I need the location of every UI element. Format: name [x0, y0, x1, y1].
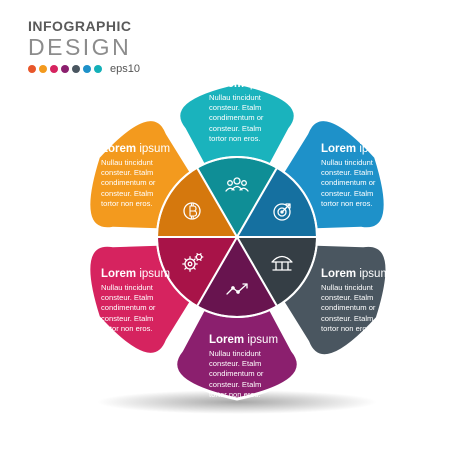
color-dot: [28, 65, 36, 73]
petal-bottom: [174, 245, 300, 401]
segment-heading-rest: ipsum: [244, 334, 279, 346]
color-dots: eps10: [28, 63, 140, 75]
segment-heading: Lorem: [321, 143, 357, 155]
color-dot: [39, 65, 47, 73]
gears-icon: [182, 253, 204, 272]
segment-body: Nullau tincidunt consteur. Etalm condime…: [321, 158, 376, 208]
color-dot: [61, 65, 69, 73]
eps-label: eps10: [110, 63, 140, 75]
segment-text-lower-left: Lorem ipsum Nullau tincidunt consteur. E…: [101, 268, 170, 334]
segment-text-lower-right: Lorem ipsum Nullau tincidunt consteur. E…: [321, 268, 390, 334]
segment-heading: Lorem: [101, 268, 137, 280]
segment-text-upper-right: Lorem ipsum Nullau tincidunt consteur. E…: [321, 143, 390, 209]
segment-heading-rest: ipsum: [356, 143, 391, 155]
segment-heading: Lorem: [101, 143, 137, 155]
title-infographic: INFOGRAPHIC: [28, 18, 132, 34]
header: INFOGRAPHIC DESIGN eps10: [28, 18, 140, 75]
segment-body: Nullau tincidunt consteur. Etalm condime…: [209, 93, 264, 143]
center-ring: [156, 156, 318, 318]
segment-text-bottom: Lorem ipsum Nullau tincidunt consteur. E…: [209, 334, 278, 400]
title-design: DESIGN: [28, 34, 132, 60]
segment-heading: Lorem: [209, 78, 245, 90]
segment-heading-rest: ipsum: [244, 78, 279, 90]
color-dot: [50, 65, 58, 73]
segment-heading: Lorem: [321, 268, 357, 280]
people-icon: [225, 177, 249, 192]
target-icon: [273, 203, 291, 221]
segment-text-upper-left: Lorem ipsum Nullau tincidunt consteur. E…: [101, 143, 170, 209]
segment-body: Nullau tincidunt consteur. Etalm condime…: [321, 283, 376, 333]
chart-line-icon: [226, 283, 248, 295]
segment-body: Nullau tincidunt consteur. Etalm condime…: [101, 158, 156, 208]
bitcoin-icon: [183, 202, 201, 220]
drop-shadow: [97, 390, 377, 414]
segment-heading-rest: ipsum: [136, 268, 171, 280]
color-dot: [72, 65, 80, 73]
segment-text-top: Lorem ipsum Nullau tincidunt consteur. E…: [209, 78, 278, 144]
segment-heading: Lorem: [209, 334, 245, 346]
color-dot: [94, 65, 102, 73]
segment-heading-rest: ipsum: [356, 268, 391, 280]
color-dot: [83, 65, 91, 73]
segment-body: Nullau tincidunt consteur. Etalm condime…: [209, 349, 264, 399]
segment-heading-rest: ipsum: [136, 143, 171, 155]
segment-body: Nullau tincidunt consteur. Etalm condime…: [101, 283, 156, 333]
petal-top: [177, 81, 297, 229]
umbrella-icon: [271, 255, 293, 271]
